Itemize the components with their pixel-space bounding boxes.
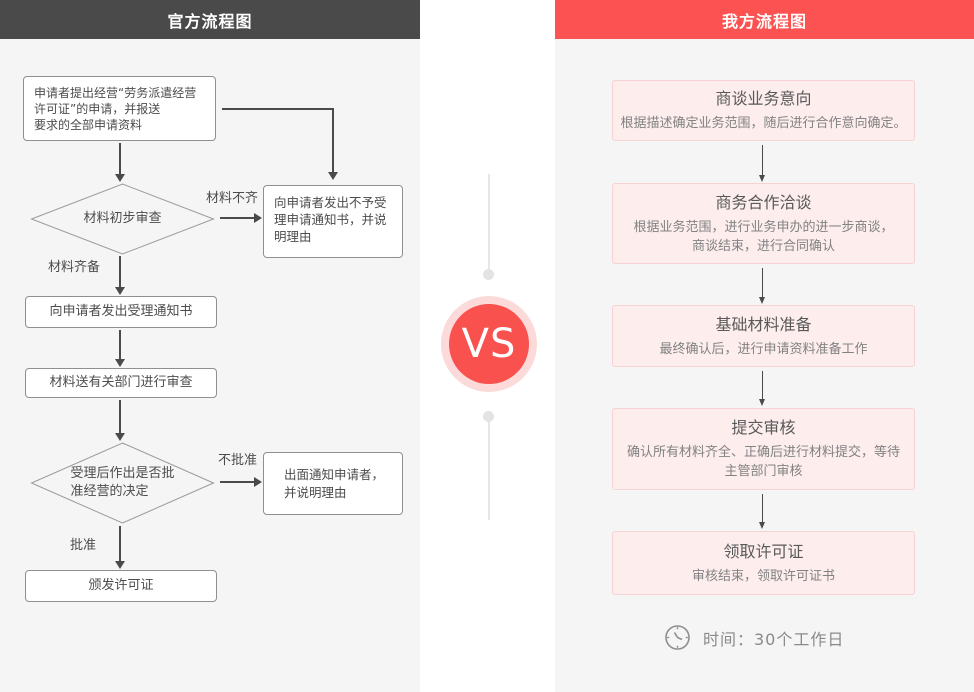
- official-flow-title: 官方流程图: [0, 0, 420, 39]
- step-desc: 确认所有材料齐全、正确后进行材料提交，等待 主管部门审核: [626, 445, 900, 479]
- arrow-down-icon: [115, 330, 125, 367]
- flow-box-dept-review: 材料送有关部门进行审查: [25, 368, 217, 398]
- step-desc: 最终确认后，进行申请资料准备工作: [659, 341, 868, 357]
- flow-box-notify-rejection: 出面通知申请者， 并说明理由: [263, 452, 403, 515]
- arrow-down-icon: [759, 494, 765, 529]
- divider-dot: [483, 269, 494, 280]
- step-card-2: 商务合作洽谈 根据业务范围，进行业务申办的进一步商谈， 商谈结束，进行合同确认: [612, 183, 915, 264]
- vs-badge: VS: [441, 296, 537, 392]
- diamond-shape: [30, 183, 215, 255]
- step-desc: 根据业务范围，进行业务申办的进一步商谈， 商谈结束，进行合同确认: [633, 219, 894, 254]
- divider-line: [488, 174, 490, 269]
- branch-label-approved: 批准: [70, 538, 97, 553]
- arrow-down-icon: [328, 108, 338, 180]
- arrow-down-icon: [115, 526, 125, 569]
- decision-label: 材料初步审查: [83, 211, 162, 226]
- arrow-down-icon: [115, 143, 125, 182]
- step-desc: 审核结束，领取许可证书: [691, 568, 835, 584]
- step-title: 领取许可证: [723, 541, 804, 561]
- step-card-3: 基础材料准备 最终确认后，进行申请资料准备工作: [612, 305, 915, 367]
- branch-label-not-approved: 不批准: [218, 453, 258, 468]
- decision-approval: 受理后作出是否批 准经营的决定: [30, 442, 215, 524]
- connector-line: [222, 108, 334, 110]
- time-note-row: 时间：30个工作日: [664, 624, 844, 651]
- arrow-down-icon: [115, 400, 125, 441]
- arrow-down-icon: [759, 268, 765, 304]
- branch-label-complete: 材料齐备: [48, 260, 101, 275]
- divider-dot: [483, 411, 494, 422]
- clock-icon: [665, 625, 690, 650]
- step-card-5: 领取许可证 审核结束，领取许可证书: [612, 531, 915, 595]
- flow-box-apply: 申请者提出经营“劳务派遣经营 许可证”的申请，并报送 要求的全部申请资料: [23, 76, 216, 141]
- decision-label: 受理后作出是否批 准经营的决定: [70, 466, 175, 499]
- divider-line: [488, 422, 490, 520]
- arrow-right-icon: [220, 477, 262, 487]
- arrow-down-icon: [115, 256, 125, 295]
- flow-box-issue-license: 颁发许可证: [25, 570, 217, 602]
- decision-initial-review: 材料初步审查: [30, 183, 215, 255]
- step-title: 基础材料准备: [715, 314, 812, 334]
- flow-box-reject-notice: 向申请者发出不予受 理申请通知书，并说 明理由: [263, 185, 403, 258]
- arrow-down-icon: [759, 145, 765, 182]
- step-card-1: 商谈业务意向 根据描述确定业务范围，随后进行合作意向确定。: [612, 80, 915, 141]
- our-flow-title: 我方流程图: [555, 0, 974, 39]
- step-desc: 根据描述确定业务范围，随后进行合作意向确定。: [620, 116, 907, 131]
- diamond-shape: [30, 442, 215, 524]
- step-title: 商谈业务意向: [715, 89, 812, 108]
- step-title: 提交审核: [731, 418, 796, 437]
- flow-box-accept-notice: 向申请者发出受理通知书: [25, 296, 217, 328]
- step-title: 商务合作洽谈: [715, 192, 812, 212]
- time-note-text: 时间：30个工作日: [703, 629, 845, 649]
- arrow-right-icon: [220, 213, 262, 223]
- step-card-4: 提交审核 确认所有材料齐全、正确后进行材料提交，等待 主管部门审核: [612, 408, 915, 490]
- arrow-down-icon: [759, 371, 765, 406]
- branch-label-incomplete: 材料不齐: [206, 191, 259, 206]
